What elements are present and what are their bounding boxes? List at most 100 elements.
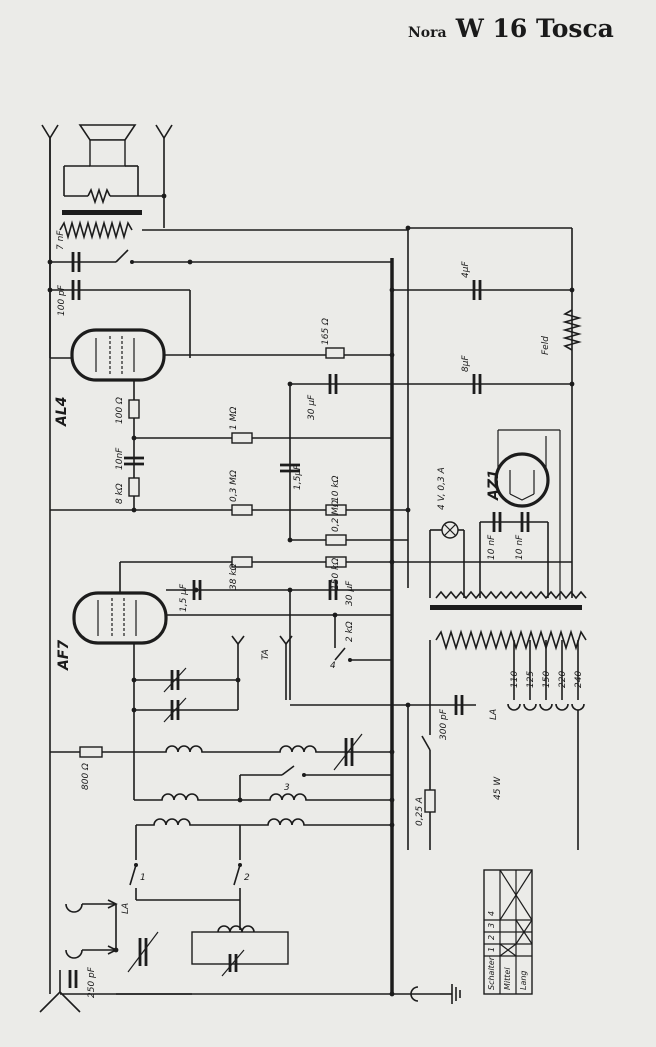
label-800: 800 Ω — [81, 763, 91, 790]
table-row-lang: Lang — [519, 970, 528, 990]
label-la-left: LA — [121, 903, 131, 914]
label-10k: 10 kΩ — [331, 475, 341, 502]
label-30uf-b: 30 µF — [345, 580, 355, 606]
resistor-02m — [325, 534, 347, 546]
resistor-165 — [325, 347, 345, 359]
tap-125: 125 — [526, 671, 536, 688]
switch-label-4: 4 — [330, 661, 336, 671]
table-header: Schalter — [487, 956, 496, 990]
switch-2[interactable] — [233, 863, 242, 930]
capacitor-10nf-c — [520, 512, 530, 532]
label-al4: AL4 — [54, 397, 70, 428]
capacitor-4uf — [472, 280, 482, 300]
output-transformer-primary — [59, 220, 133, 240]
label-la-right: LA — [489, 709, 499, 720]
label-250pf: 250 pF — [87, 966, 97, 998]
label-10nf-b: 10 nF — [487, 534, 497, 560]
input-coil — [217, 925, 255, 933]
resistor-100 — [128, 399, 140, 419]
tuning-cap[interactable] — [333, 733, 363, 771]
label-165: 165 Ω — [321, 318, 331, 345]
trimmer-input — [221, 949, 245, 977]
tube-al4 — [70, 328, 166, 382]
label-15uf-b: 1,5 µF — [179, 583, 189, 612]
label-100pf: 100 pF — [57, 284, 67, 316]
capacitor-30uf-a — [328, 374, 338, 394]
label-8uf: 8µF — [461, 355, 471, 372]
ground-symbol — [410, 984, 461, 1004]
ta-jack-left[interactable] — [231, 635, 245, 646]
capacitor-8uf — [472, 374, 482, 394]
capacitor-10nf-b — [492, 512, 502, 532]
switch-4[interactable] — [334, 647, 392, 662]
fuse-icon — [424, 789, 436, 813]
capacitor-30uf-b — [328, 580, 338, 600]
tube-az1 — [494, 429, 561, 600]
tap-240: 240 — [574, 671, 584, 688]
label-fuse: 0,25 A — [415, 797, 425, 826]
resistor-8k — [128, 477, 140, 497]
trimmer-cap-2 — [134, 697, 238, 723]
label-1m: 1 MΩ — [229, 407, 239, 430]
label-10nf-c: 10 nF — [515, 534, 525, 560]
trimmer-cap-1 — [134, 667, 238, 693]
speaker-icon — [63, 124, 164, 205]
resistor-800 — [79, 746, 103, 758]
label-lamp: 4 V, 0,3 A — [437, 467, 447, 510]
label-10nf: 10nF — [115, 447, 125, 470]
antenna-right-top — [155, 124, 173, 228]
table-col-4: 4 — [487, 911, 496, 916]
coil-row-2-coils — [134, 793, 392, 801]
coil-row-1-coils — [102, 745, 392, 753]
switch-1[interactable] — [129, 863, 138, 900]
table-col-3: 3 — [487, 923, 496, 928]
mains-switch[interactable] — [421, 700, 431, 790]
power-transformer-primary — [435, 629, 587, 651]
power-transformer-secondary — [435, 590, 587, 600]
label-feld: Feld — [541, 336, 551, 355]
resistor-03m — [231, 504, 253, 516]
label-8k: 8 kΩ — [115, 483, 125, 504]
antenna-jack-1[interactable] — [65, 899, 118, 913]
switch-3[interactable] — [239, 765, 392, 800]
label-4uf: 4µF — [461, 261, 471, 278]
capacitor-10nf — [124, 456, 144, 466]
resistor-38k — [231, 556, 253, 568]
tap-110: 110 — [510, 671, 520, 688]
switch-label-3: 3 — [284, 783, 290, 793]
switch-label-2: 2 — [244, 873, 250, 883]
label-38k: 38 kΩ — [229, 563, 239, 590]
switch-label-1: 1 — [140, 873, 146, 883]
main-tuning-cap[interactable] — [127, 931, 159, 973]
switch-table — [483, 869, 533, 995]
label-7nf: 7 nF — [56, 230, 66, 250]
table-row-mittel: Mittel — [503, 967, 512, 990]
input-coil-box — [191, 931, 289, 965]
label-02m: 0,2 MΩ — [331, 500, 341, 532]
tube-af7 — [72, 591, 168, 645]
resistor-150k — [325, 556, 347, 568]
tap-220: 220 — [558, 671, 568, 688]
label-150k: 150 kΩ — [331, 558, 341, 590]
label-af7: AF7 — [56, 640, 72, 671]
switch-tone[interactable] — [115, 249, 392, 264]
label-15uf-a: 1,5µF — [293, 464, 303, 490]
capacitor-300pf — [454, 695, 464, 715]
capacitor-250pf — [68, 970, 78, 988]
antenna-jack-2[interactable] — [65, 945, 118, 959]
page-header: Nora W 16 Tosca — [408, 14, 614, 43]
power-transformer-core — [430, 605, 582, 610]
table-col-2: 2 — [487, 935, 496, 940]
label-az1: AZ1 — [486, 469, 502, 501]
capacitor-15uf-a — [280, 463, 300, 473]
junction-dots — [47, 193, 575, 997]
voltage-taps — [507, 640, 585, 850]
resistor-1m — [231, 432, 253, 444]
label-03m: 0,3 MΩ — [229, 470, 239, 502]
pilot-lamp-icon — [429, 521, 465, 598]
field-coil — [562, 309, 582, 351]
resistor-10k — [325, 504, 347, 516]
label-100ohm: 100 Ω — [115, 397, 125, 424]
